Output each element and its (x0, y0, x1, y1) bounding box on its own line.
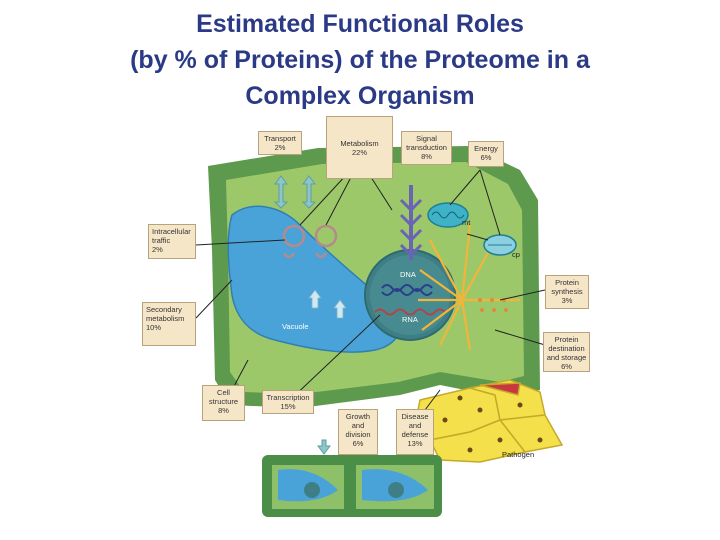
label-metabolism: Metabolism 22% (326, 116, 393, 179)
label-transcription-name: Transcription (266, 393, 310, 402)
label-transcription-pct: 15% (280, 402, 296, 411)
pathogen-cells (414, 379, 564, 463)
dividing-cells (262, 455, 442, 517)
label-cell-structure-pct: 8% (218, 406, 229, 415)
label-intracellular-name1: Intracellular (152, 227, 191, 236)
title-line-3: Complex Organism (245, 82, 475, 110)
label-growth-name3: division (345, 430, 371, 439)
label-disease-name3: defense (401, 430, 429, 439)
label-cell-structure-name2: structure (208, 397, 239, 406)
leader-lines (195, 159, 546, 411)
label-protein-destination-pct: 6% (561, 362, 572, 371)
label-metabolism-name: Metabolism (340, 139, 379, 148)
label-disease: Disease and defense 13% (396, 409, 434, 455)
label-growth: Growth and division 6% (338, 409, 378, 455)
label-protein-destination-name3: and storage (546, 353, 587, 362)
label-energy: Energy 6% (468, 141, 504, 167)
energy-rays (418, 224, 520, 351)
label-intracellular: Intracellular traffic 2% (148, 224, 196, 259)
label-cell-structure: Cell structure 8% (202, 385, 245, 421)
title-line-1: Estimated Functional Roles (196, 10, 524, 38)
title-line-2: (by % of Proteins) of the Proteome in a (130, 46, 590, 74)
pathogen-label: Pathogen (502, 450, 535, 459)
label-metabolism-pct: 22% (351, 148, 367, 157)
vacuole-label: Vacuole (282, 322, 309, 331)
label-signal-name2: transduction (406, 143, 447, 152)
label-signal: Signal transduction 8% (401, 131, 452, 165)
label-transport: Transport 2% (258, 131, 302, 155)
label-transport-pct: 2% (274, 143, 286, 152)
label-signal-pct: 8% (421, 152, 432, 161)
label-signal-name1: Signal (416, 134, 437, 143)
label-secondary-name1: Secondary (146, 305, 182, 314)
label-protein-synthesis-name2: synthesis (551, 287, 583, 296)
label-growth-name1: Growth (345, 412, 371, 421)
label-transcription: Transcription 15% (262, 390, 314, 414)
label-disease-name2: and (408, 421, 422, 430)
label-growth-pct: 6% (352, 439, 364, 448)
label-cell-structure-name1: Cell (217, 388, 230, 397)
mt-label: mt (462, 218, 471, 227)
label-energy-name: Energy (474, 144, 498, 153)
label-disease-name1: Disease (401, 412, 429, 421)
label-protein-destination-name1: Protein (554, 335, 579, 344)
label-secondary-name2: metabolism (146, 314, 185, 323)
label-protein-synthesis: Protein synthesis 3% (545, 275, 589, 309)
label-protein-destination-name2: destination (548, 344, 585, 353)
slide-title: Estimated Functional Roles (by % of Prot… (0, 6, 720, 114)
label-transport-name: Transport (264, 134, 296, 143)
cp-label: cp (512, 250, 520, 259)
transport-arrows (273, 175, 317, 209)
vesicles (282, 224, 338, 259)
label-protein-destination: Protein destination and storage 6% (543, 332, 590, 372)
rna-label: RNA (402, 315, 418, 324)
label-intracellular-name2: traffic (152, 236, 171, 245)
label-intracellular-pct: 2% (152, 245, 163, 254)
label-protein-synthesis-pct: 3% (561, 296, 573, 305)
signal-arrow (399, 185, 423, 260)
label-secondary-pct: 10% (146, 323, 162, 332)
label-growth-name2: and (351, 421, 365, 430)
label-protein-synthesis-name1: Protein (555, 278, 579, 287)
label-secondary: Secondary metabolism 10% (142, 302, 196, 346)
label-disease-pct: 13% (407, 439, 423, 448)
label-energy-pct: 6% (480, 153, 492, 162)
dna-label: DNA (400, 270, 416, 279)
